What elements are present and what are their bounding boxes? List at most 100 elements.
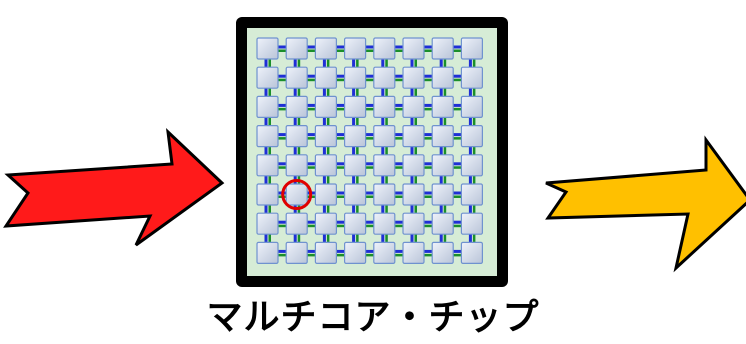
interconnect-link: [385, 176, 388, 184]
core: [315, 155, 336, 176]
interconnect-link: [411, 59, 414, 67]
interconnect-link: [307, 225, 315, 228]
interconnect-link: [352, 117, 355, 125]
interconnect-link: [356, 117, 359, 125]
interconnect-link: [278, 50, 286, 53]
interconnect-link: [269, 176, 272, 184]
interconnect-link: [453, 225, 461, 228]
interconnect-link: [307, 254, 315, 257]
interconnect-link: [265, 205, 268, 213]
interconnect-link: [323, 147, 326, 155]
core: [286, 126, 307, 147]
interconnect-link: [307, 50, 315, 53]
interconnect-link: [453, 166, 461, 169]
interconnect-link: [336, 192, 344, 195]
core: [403, 213, 424, 234]
interconnect-link: [453, 133, 461, 136]
interconnect-link: [381, 205, 384, 213]
interconnect-link: [356, 59, 359, 67]
core: [345, 96, 366, 117]
core: [286, 184, 307, 205]
interconnect-link: [298, 234, 301, 242]
interconnect-link: [298, 147, 301, 155]
core: [286, 38, 307, 59]
interconnect-link: [307, 166, 315, 169]
core: [315, 242, 336, 263]
interconnect-link: [298, 88, 301, 96]
interconnect-link: [336, 162, 344, 165]
core: [374, 213, 395, 234]
interconnect-link: [366, 50, 374, 53]
interconnect-link: [366, 137, 374, 140]
interconnect-link: [440, 59, 443, 67]
interconnect-link: [327, 176, 330, 184]
interconnect-link: [469, 117, 472, 125]
core: [374, 242, 395, 263]
interconnect-link: [424, 104, 432, 107]
core: [257, 96, 278, 117]
interconnect-link: [294, 234, 297, 242]
interconnect-link: [440, 147, 443, 155]
interconnect-link: [336, 108, 344, 111]
core: [345, 126, 366, 147]
interconnect-link: [424, 108, 432, 111]
interconnect-link: [385, 117, 388, 125]
interconnect-link: [415, 59, 418, 67]
interconnect-link: [278, 162, 286, 165]
interconnect-link: [453, 79, 461, 82]
core: [315, 38, 336, 59]
interconnect-link: [356, 205, 359, 213]
interconnect-link: [366, 225, 374, 228]
interconnect-link: [385, 59, 388, 67]
interconnect-link: [411, 234, 414, 242]
interconnect-link: [424, 46, 432, 49]
interconnect-link: [424, 225, 432, 228]
interconnect-link: [453, 254, 461, 257]
interconnect-link: [473, 205, 476, 213]
core: [374, 126, 395, 147]
interconnect-link: [473, 176, 476, 184]
interconnect-link: [395, 162, 403, 165]
interconnect-link: [278, 250, 286, 253]
interconnect-link: [278, 225, 286, 228]
interconnect-link: [278, 137, 286, 140]
core: [403, 126, 424, 147]
interconnect-link: [366, 162, 374, 165]
core: [403, 67, 424, 88]
core: [374, 155, 395, 176]
interconnect-link: [411, 88, 414, 96]
core: [315, 96, 336, 117]
interconnect-link: [352, 234, 355, 242]
interconnect-link: [356, 147, 359, 155]
interconnect-link: [444, 176, 447, 184]
multicore-chip: [236, 17, 508, 287]
interconnect-link: [444, 59, 447, 67]
interconnect-link: [424, 196, 432, 199]
interconnect-link: [473, 59, 476, 67]
interconnect-link: [336, 254, 344, 257]
interconnect-link: [307, 79, 315, 82]
interconnect-link: [323, 117, 326, 125]
interconnect-link: [395, 254, 403, 257]
interconnect-link: [440, 205, 443, 213]
core: [432, 126, 453, 147]
interconnect-link: [366, 46, 374, 49]
interconnect-link: [327, 117, 330, 125]
interconnect-link: [395, 75, 403, 78]
interconnect-link: [307, 221, 315, 224]
interconnect-link: [265, 117, 268, 125]
interconnect-link: [381, 59, 384, 67]
interconnect-link: [395, 108, 403, 111]
core: [403, 38, 424, 59]
interconnect-link: [278, 75, 286, 78]
interconnect-link: [278, 166, 286, 169]
interconnect-link: [395, 137, 403, 140]
interconnect-link: [323, 234, 326, 242]
interconnect-link: [366, 196, 374, 199]
interconnect-link: [336, 133, 344, 136]
interconnect-link: [453, 104, 461, 107]
interconnect-link: [356, 176, 359, 184]
interconnect-link: [327, 205, 330, 213]
interconnect-link: [278, 108, 286, 111]
interconnect-link: [366, 221, 374, 224]
